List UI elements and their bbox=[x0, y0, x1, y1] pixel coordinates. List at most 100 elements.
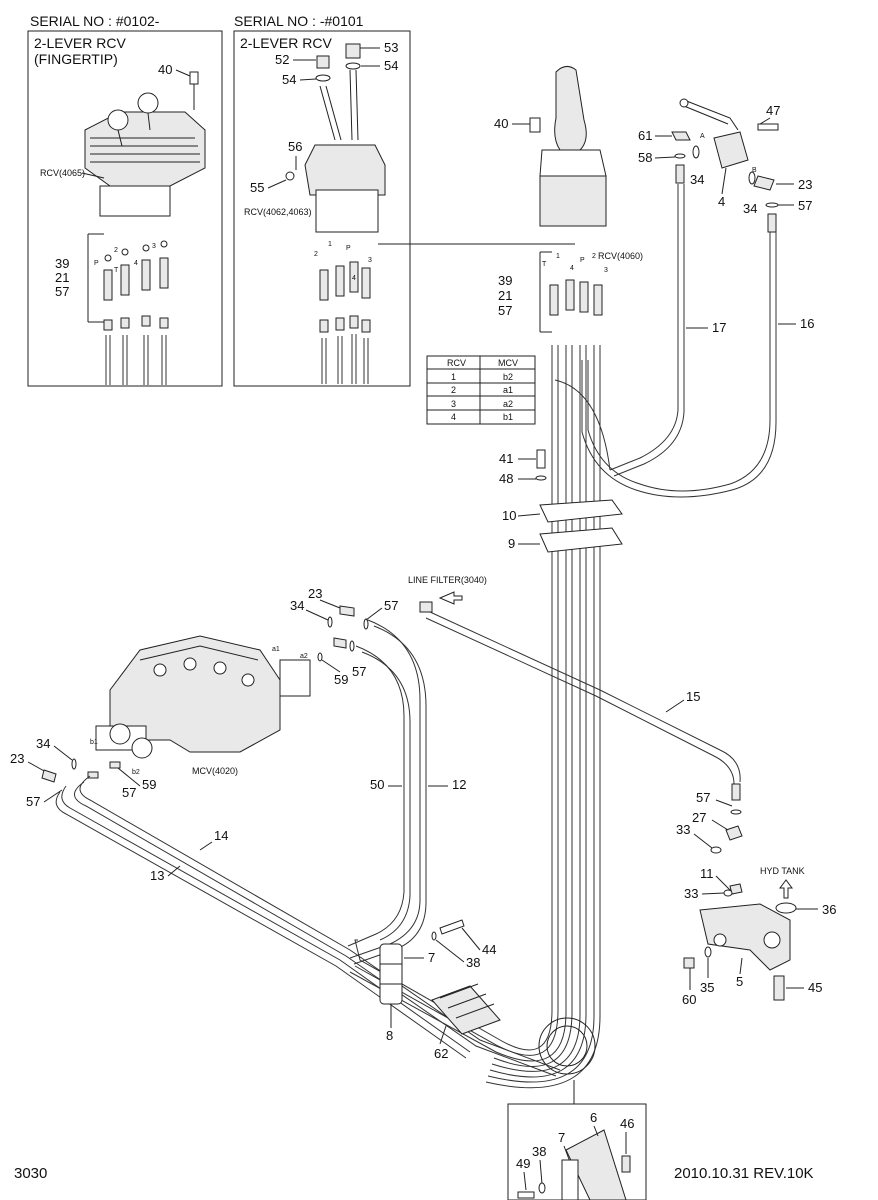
fingertip-rcv-body bbox=[84, 111, 206, 187]
serial-label-left: SERIAL NO : #0102- bbox=[30, 13, 160, 29]
table-header-mcv: MCV bbox=[498, 358, 518, 368]
fingertip-knob-right bbox=[137, 92, 159, 114]
callout-61: 61 bbox=[638, 128, 652, 143]
svg-text:P: P bbox=[580, 257, 585, 264]
elbow-23-top bbox=[753, 175, 775, 191]
callout-17: 17 bbox=[712, 320, 726, 335]
hyd-tank-label: HYD TANK bbox=[760, 866, 805, 876]
rcv-4060-label: RCV(4060) bbox=[598, 251, 643, 261]
inset-frame-right bbox=[233, 30, 411, 387]
callout-57-left-lower: 57 bbox=[26, 794, 40, 809]
callout-15: 15 bbox=[686, 689, 700, 704]
fingertip-fittings: P T 2 4 3 bbox=[94, 240, 169, 301]
callout-5: 5 bbox=[736, 974, 743, 989]
svg-text:a2: a2 bbox=[300, 653, 308, 660]
table-cell: b2 bbox=[503, 372, 513, 382]
svg-text:2: 2 bbox=[592, 253, 596, 260]
callout-33-upper: 33 bbox=[676, 822, 690, 837]
callout-57-left: 57 bbox=[55, 284, 69, 299]
callout-59-mid: 59 bbox=[334, 672, 348, 687]
serial-label-right: SERIAL NO : -#0101 bbox=[234, 13, 364, 29]
elbow-61 bbox=[671, 131, 691, 141]
svg-text:T: T bbox=[542, 261, 547, 268]
callout-39-left: 39 bbox=[55, 256, 69, 271]
inset-left-subtitle: (FINGERTIP) bbox=[34, 51, 118, 67]
hoses-50-12-13-14: 50 12 14 13 bbox=[55, 619, 561, 1077]
table-cell: 3 bbox=[451, 399, 456, 409]
callout-12: 12 bbox=[452, 777, 466, 792]
svg-text:1: 1 bbox=[328, 241, 332, 248]
callout-14: 14 bbox=[214, 828, 228, 843]
callout-41: 41 bbox=[499, 451, 513, 466]
callout-60: 60 bbox=[682, 992, 696, 1007]
callout-27: 27 bbox=[692, 810, 706, 825]
table-cell: 1 bbox=[451, 372, 456, 382]
callout-23-left: 23 bbox=[10, 751, 24, 766]
rcv-4062-label: RCV(4062,4063) bbox=[244, 207, 312, 217]
bolt-45 bbox=[773, 975, 785, 1001]
suction-pipe-5 bbox=[699, 903, 791, 971]
clamp-7 bbox=[379, 943, 403, 1005]
svg-text:T: T bbox=[114, 267, 119, 274]
table-cell: a2 bbox=[503, 399, 513, 409]
callout-16: 16 bbox=[800, 316, 814, 331]
inset-right-title: 2-LEVER RCV bbox=[240, 35, 332, 51]
bolt-40-main bbox=[529, 117, 541, 133]
callout-21-main: 21 bbox=[498, 288, 512, 303]
svg-text:b1: b1 bbox=[90, 739, 98, 746]
pedal-valve-assembly: 47 A B 61 58 34 4 23 34 57 bbox=[638, 98, 812, 233]
callout-53: 53 bbox=[384, 40, 398, 55]
svg-text:4: 4 bbox=[352, 275, 356, 282]
hose-16 bbox=[587, 232, 771, 492]
callout-7-detail: 7 bbox=[558, 1130, 565, 1145]
table-cell: 4 bbox=[451, 412, 456, 422]
port-p-left: P bbox=[94, 260, 99, 267]
callout-49: 49 bbox=[516, 1156, 530, 1171]
callout-36: 36 bbox=[822, 902, 836, 917]
fingertip-rcv-base bbox=[99, 185, 171, 217]
fingertip-knob-left bbox=[107, 109, 129, 131]
mcv-4020: MCV(4020) a1 a2 b1 b2 bbox=[90, 635, 311, 776]
callout-39-main: 39 bbox=[498, 273, 512, 288]
clamp-assembly: 41 48 10 9 bbox=[499, 449, 623, 553]
callout-4: 4 bbox=[718, 194, 725, 209]
clamp-9 bbox=[539, 527, 623, 553]
lever-rcv-head bbox=[304, 144, 386, 196]
page-code: 3030 bbox=[14, 1165, 47, 1182]
svg-text:3: 3 bbox=[152, 243, 156, 250]
callout-46: 46 bbox=[620, 1116, 634, 1131]
callout-21-left: 21 bbox=[55, 270, 69, 285]
callout-58: 58 bbox=[638, 150, 652, 165]
lower-clamps: 7 8 44 38 62 bbox=[379, 919, 501, 1061]
hose-15 bbox=[429, 611, 741, 783]
callout-33-lower: 33 bbox=[684, 886, 698, 901]
svg-text:a1: a1 bbox=[272, 646, 280, 653]
fingertip-hose-stubs bbox=[103, 315, 169, 385]
callout-40-left: 40 bbox=[158, 62, 172, 77]
table-cell: b1 bbox=[503, 412, 513, 422]
callout-55: 55 bbox=[250, 180, 264, 195]
arrow-to-line-filter bbox=[438, 591, 463, 605]
svg-text:1: 1 bbox=[556, 253, 560, 260]
joystick-grip bbox=[554, 66, 587, 151]
callout-57-mid-lower: 57 bbox=[352, 664, 366, 679]
bolt-46 bbox=[621, 1155, 631, 1173]
protector-62 bbox=[431, 985, 501, 1035]
bolt-47 bbox=[757, 123, 779, 131]
svg-text:2: 2 bbox=[114, 247, 118, 254]
bolt-44 bbox=[439, 919, 465, 935]
pedal-valve-block bbox=[713, 131, 749, 169]
callout-10: 10 bbox=[502, 508, 516, 523]
elbow-23-mid bbox=[339, 605, 355, 617]
table-header-rcv: RCV bbox=[447, 358, 466, 368]
callout-23-mid: 23 bbox=[308, 586, 322, 601]
callout-11: 11 bbox=[700, 866, 714, 881]
svg-text:3: 3 bbox=[604, 267, 608, 274]
callout-13: 13 bbox=[150, 868, 164, 883]
inset-fingertip-rcv: 2-LEVER RCV (FINGERTIP) 40 RCV(4065) P T… bbox=[27, 30, 223, 387]
callout-57-main: 57 bbox=[498, 303, 512, 318]
callout-47: 47 bbox=[766, 103, 780, 118]
arrow-to-hyd-tank bbox=[779, 879, 793, 899]
callout-40-main: 40 bbox=[494, 116, 508, 131]
